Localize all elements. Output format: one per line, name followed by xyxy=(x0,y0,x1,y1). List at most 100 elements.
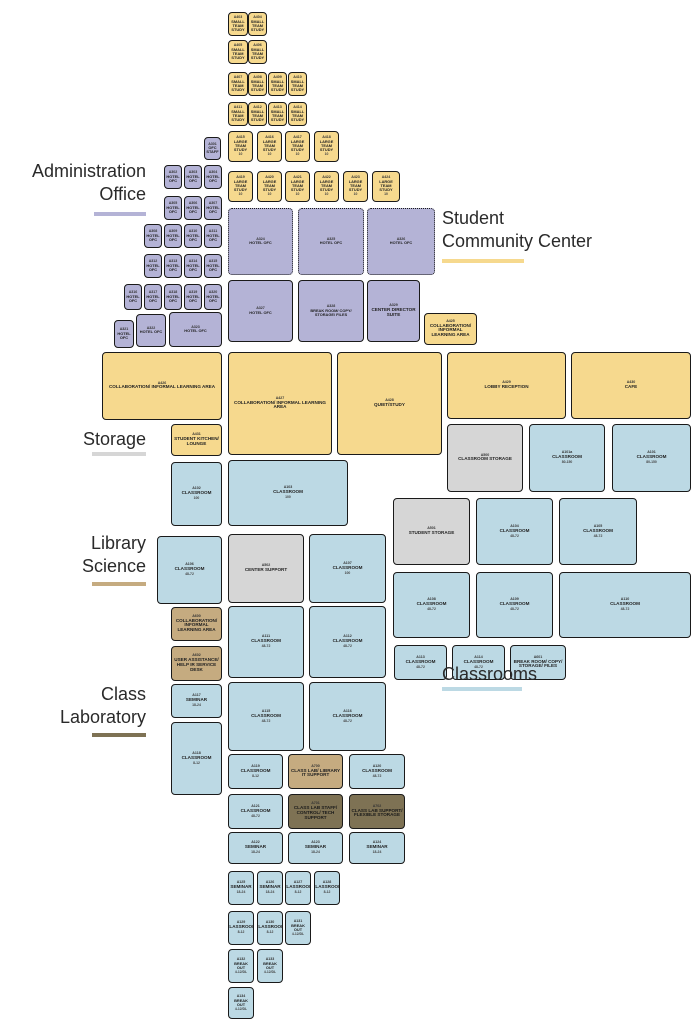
room-number: A112 xyxy=(343,634,352,639)
room-name: CLASSROOM xyxy=(610,601,640,607)
legend-line: Student xyxy=(442,208,505,228)
room-a128: A128CLASSROOM8-12 xyxy=(314,871,340,905)
room-number: A106 xyxy=(185,562,194,567)
room-capacity: 48-72 xyxy=(343,644,352,648)
room-number: A124 xyxy=(372,840,382,845)
legend-line: Laboratory xyxy=(59,707,146,727)
room-capacity: 10 xyxy=(295,192,300,197)
room-number: A411 xyxy=(233,104,243,109)
room-name: CLASSROOM xyxy=(251,638,281,644)
room-name: SMALL TEAM STUDY xyxy=(231,78,245,92)
room-capacity: 18-24 xyxy=(265,890,275,894)
room-name: HOTEL OFC xyxy=(166,173,180,183)
room-number: A115 xyxy=(261,708,271,713)
room-number: A121 xyxy=(251,803,260,808)
room-number: A104 xyxy=(510,523,519,528)
room-number: A118 xyxy=(192,750,201,755)
room-number: A602 xyxy=(192,653,201,658)
room-name: SMALL TEAM STUDY xyxy=(250,46,265,60)
room-name: LARGE TEAM STUDY xyxy=(290,138,305,153)
room-name: SMALL TEAM STUDY xyxy=(290,78,305,92)
room-a130: A130CLASSROOM8-12 xyxy=(257,911,283,945)
room-name: HOTEL OFC xyxy=(319,240,343,246)
room-name: HOTEL OFC xyxy=(206,262,220,272)
room-number: A319 xyxy=(188,290,198,295)
room-number: A111 xyxy=(261,634,271,639)
room-number: A408 xyxy=(253,74,262,79)
room-name: HOTEL OFC xyxy=(166,293,180,303)
room-name: BREAK OUT xyxy=(234,960,248,970)
room-name: SMALL TEAM STUDY xyxy=(250,78,265,92)
room-name: HOTEL OFC xyxy=(206,232,220,242)
room-name: HOTEL OFC xyxy=(186,173,200,183)
room-number: A324 xyxy=(256,236,265,241)
room-number: A328 xyxy=(326,304,336,309)
room-capacity: 18-24 xyxy=(192,703,201,707)
legend-swatch-admin xyxy=(94,212,146,216)
room-name: CENTER DIRECTOR SUITE xyxy=(371,307,416,317)
room-name: SMALL TEAM STUDY xyxy=(231,46,245,60)
room-number: A318 xyxy=(168,290,178,295)
room-number: A320 xyxy=(208,290,218,295)
room-name: HOTEL OFC xyxy=(146,293,160,303)
room-number: A501 xyxy=(427,526,436,531)
room-number: A108 xyxy=(427,597,436,602)
room-name: CAFE xyxy=(624,383,638,389)
room-name: SEMINAR xyxy=(230,884,252,890)
room-number: A410 xyxy=(293,74,302,79)
room-number: A317 xyxy=(148,290,158,295)
room-capacity: 10 xyxy=(238,192,243,197)
legend-line: Science xyxy=(81,556,146,576)
room-number: A134 xyxy=(236,993,246,998)
room-capacity: 8-12 xyxy=(294,890,302,894)
room-number: A325 xyxy=(326,236,336,241)
room-number: A427 xyxy=(275,395,285,400)
room-number: A323 xyxy=(191,324,200,329)
legend-swatch-community xyxy=(442,259,524,263)
room-name: HOTEL OFC xyxy=(184,328,207,334)
room-number: A500 xyxy=(480,452,490,457)
room-name: CLASSROOM STORAGE xyxy=(458,456,512,462)
room-name: HOTEL OFC xyxy=(249,309,272,315)
room-name: CLASSROOM xyxy=(416,601,447,607)
room-name: CLASSROOM xyxy=(463,658,494,664)
room-number: A101a xyxy=(561,450,573,455)
room-name: COLLABORATION/ INFORMAL LEARNING AREA xyxy=(429,322,472,338)
room-capacity: 80-150 xyxy=(646,460,657,464)
room-name: CLASS LAB SUPPORT/ FLEXIBLE STORAGE xyxy=(351,807,403,818)
room-number: A131 xyxy=(293,918,303,923)
room-name: CLASSROOM xyxy=(362,767,392,773)
room-name: SMALL TEAM STUDY xyxy=(231,108,245,122)
room-number: A125 xyxy=(236,880,246,885)
room-capacity: 18-24 xyxy=(372,850,382,854)
room-number: A130 xyxy=(265,920,275,925)
room-number: A412 xyxy=(253,104,262,109)
room-capacity: 4-12/DL xyxy=(263,969,277,974)
room-number: A101 xyxy=(647,450,656,455)
room-number: A426 xyxy=(157,380,167,385)
